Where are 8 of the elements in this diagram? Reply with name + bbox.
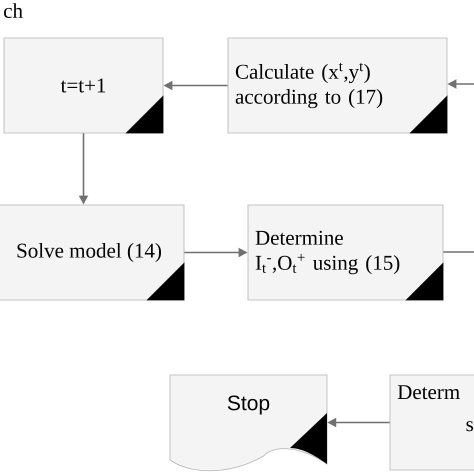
connector-line (443, 251, 474, 253)
process-box: Determ s (390, 374, 474, 470)
document-box: Stop (170, 374, 328, 472)
process-box: t=t+1 (4, 38, 164, 134)
process-box: Determine I$_{t}$$^{-}$,O$_{t}$$^{+}$ using (15) (248, 204, 444, 300)
process-box: Calculate (x$^{t}$,y$^{t}$) according to (17) (228, 38, 448, 134)
label-text: ch (4, 3, 23, 18)
process-box: Solve model (14) (0, 204, 184, 300)
